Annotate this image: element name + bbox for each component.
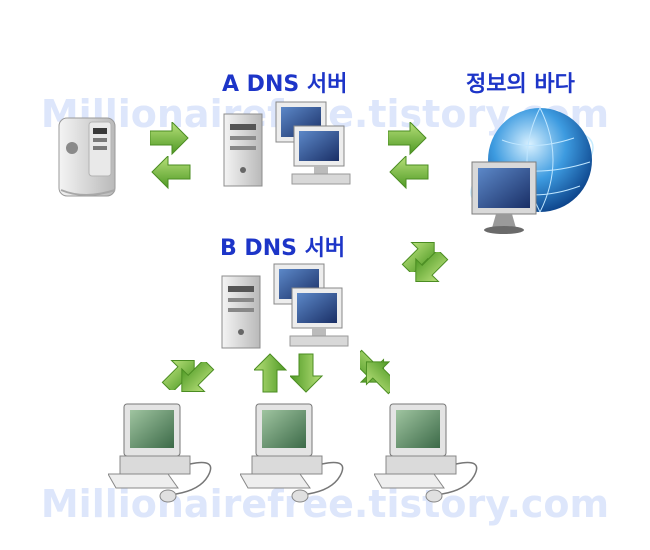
server-a-label: A DNS 서버	[222, 66, 347, 98]
internet-label: 정보의 바다	[466, 66, 575, 98]
arrow-client-2-to-server-b	[254, 352, 288, 396]
client-computer-1-icon	[108, 400, 228, 510]
client-computer-2-icon	[240, 400, 360, 510]
dns-server-b-icon	[220, 262, 350, 354]
client-computer-3-icon	[374, 400, 494, 510]
arrow-server-a-to-internet	[388, 122, 432, 156]
internet-globe-icon	[462, 100, 602, 240]
client-mac-tower-icon	[55, 112, 125, 200]
arrow-internet-to-server-b	[410, 252, 460, 302]
arrow-server-a-to-client	[150, 156, 194, 190]
arrow-server-b-to-client-2	[290, 352, 324, 396]
arrow-internet-to-server-a	[388, 156, 432, 190]
server-b-label: B DNS 서버	[220, 230, 345, 262]
arrow-client-to-server-a	[150, 122, 194, 156]
dns-server-a-icon	[222, 100, 352, 192]
